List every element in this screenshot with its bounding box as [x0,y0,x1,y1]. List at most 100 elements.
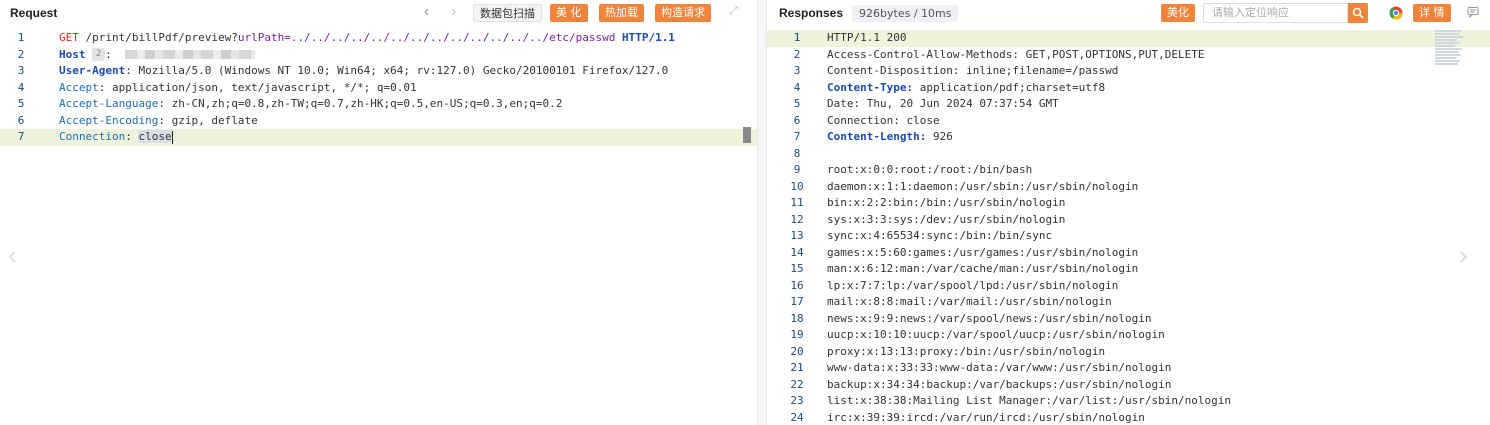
chrome-icon[interactable] [1389,6,1403,25]
hot-load-button[interactable]: 热加载 [599,4,644,22]
line-number: 8 [793,146,801,160]
code-line: 11 bin:x:2:2:bin:/bin:/usr/sbin/nologin [767,195,1490,212]
line-content: Accept-Encoding: gzip, deflate [59,113,258,127]
path-traversal: ../../../../../../../../../../../../../e… [290,31,616,44]
line-text: games:x:5:60:games:/usr/games:/usr/sbin/… [827,245,1139,259]
line-content: sync:x:4:65534:sync:/bin:/bin/sync [827,228,1052,245]
packet-scan-button[interactable]: 数据包扫描 [473,4,542,22]
line-text: Access-Control-Allow-Methods: GET,POST,O… [827,47,1205,61]
header-key: Accept-Language [59,97,159,110]
line-content: backup:x:34:34:backup:/var/backups:/usr/… [827,377,1171,394]
response-beautify-button[interactable]: 美化 [1161,4,1195,22]
search-button[interactable] [1348,3,1368,23]
line-text: 926 [926,130,953,143]
code-line: 16 lp:x:7:7:lp:/var/spool/lpd:/usr/sbin/n… [767,278,1490,295]
line-content: mail:x:8:8:mail:/var/mail:/usr/sbin/nolo… [827,294,1112,311]
line-number: 17 [790,295,804,308]
line-content: Accept-Language: zh-CN,zh;q=0.8,zh-TW;q=… [59,97,563,110]
code-line: 13 sync:x:4:65534:sync:/bin:/bin/sync [767,228,1490,245]
back-arrow-icon[interactable]: ‹ [424,3,430,20]
line-text: HTTP/1.1 200 [827,31,907,44]
line-number: 7 [17,130,25,143]
response-search-input[interactable]: 请输入定位响应 [1203,3,1348,23]
forward-arrow-icon[interactable]: › [451,3,457,20]
line-content: root:x:0:0:root:/root:/bin/bash [827,162,1032,179]
line-text: uucp:x:10:10:uucp:/var/spool/uucp:/usr/s… [827,328,1165,341]
line-content: lp:x:7:7:lp:/var/spool/lpd:/usr/sbin/nol… [827,278,1118,295]
pane-divider[interactable] [757,0,767,425]
header-key: Content-Type: [827,80,914,94]
line-number: 4 [793,80,801,94]
line-content: uucp:x:10:10:uucp:/var/spool/uucp:/usr/s… [827,327,1165,344]
request-title: Request [10,6,58,20]
expand-icon[interactable]: ⤢ [729,5,738,17]
line-text: backup:x:34:34:backup:/var/backups:/usr/… [827,377,1172,391]
response-size-badge: 926bytes / 10ms [852,4,959,22]
line-content: list:x:38:38:Mailing List Manager:/var/l… [827,393,1231,410]
left-nav-icon[interactable]: ‹ [8,240,17,270]
line-number: 2 [17,47,25,61]
details-button[interactable]: 详 情 [1413,4,1451,22]
line-number: 20 [790,344,804,358]
line-number: 15 [790,262,804,275]
host-badge: 2 [92,48,106,61]
code-line: 4 Content-Type: application/pdf;charset=u… [767,80,1490,97]
response-viewer[interactable]: 1 HTTP/1.1 200 2 Access-Control-Allow-Metho… [767,30,1490,425]
http-protocol: HTTP/1.1 [621,31,675,44]
line-content: man:x:6:12:man:/var/cache/man:/usr/sbin/… [827,261,1138,278]
header-key: User-Agent [59,64,126,77]
line-number: 12 [790,212,804,226]
text-cursor [171,130,173,144]
scrollbar-thumb[interactable] [743,127,751,143]
request-beautify-button[interactable]: 美 化 [550,4,588,22]
line-text: news:x:9:9:news:/var/spool/news:/usr/sbi… [827,311,1152,325]
line-number: 5 [793,97,801,110]
line-content: Content-Type: application/pdf;charset=ut… [827,80,1105,97]
line-content: games:x:5:60:games:/usr/games:/usr/sbin/… [827,245,1138,262]
code-line: 20 proxy:x:13:13:proxy:/bin:/usr/sbin/nol… [767,344,1490,361]
line-number: 11 [790,196,804,209]
code-line: 12 sys:x:3:3:sys:/dev:/usr/sbin/nologin [767,212,1490,229]
line-number: 13 [790,229,804,242]
line-number: 10 [790,179,804,193]
right-nav-icon[interactable]: › [1459,240,1468,270]
code-line: 2 Access-Control-Allow-Methods: GET,POST,… [767,47,1490,64]
line-content: Accept: application/json, text/javascrip… [59,80,417,94]
redacted-host [125,50,255,59]
line-text: daemon:x:1:1:daemon:/usr/sbin:/usr/sbin/… [827,179,1139,193]
response-minimap[interactable] [1435,30,1463,70]
line-text: sys:x:3:3:sys:/dev:/usr/sbin/nologin [827,212,1066,226]
code-line: 6 Accept-Encoding: gzip, deflate [0,113,757,130]
line-content: irc:x:39:39:ircd:/var/run/ircd:/usr/sbin… [827,410,1145,425]
code-line: 7 Content-Length: 926 [767,129,1490,146]
line-text: sync:x:4:65534:sync:/bin:/bin/sync [827,229,1053,242]
comment-icon[interactable] [1467,5,1479,23]
line-text: Date: Thu, 20 Jun 2024 07:37:54 GMT [827,97,1059,110]
line-content: proxy:x:13:13:proxy:/bin:/usr/sbin/nolog… [827,344,1105,361]
header-key: Content-Length: [827,130,927,143]
line-content: bin:x:2:2:bin:/bin:/usr/sbin/nologin [827,195,1065,212]
line-number: 6 [17,113,25,127]
header-value: Mozilla/5.0 (Windows NT 10.0; Win64; x64… [138,64,669,77]
line-content: HTTP/1.1 200 [827,30,906,47]
line-number: 7 [793,130,801,143]
http-method: GET [59,31,79,44]
line-number: 2 [793,47,801,61]
construct-request-button[interactable]: 构造请求 [655,4,711,22]
line-text: lp:x:7:7:lp:/var/spool/lpd:/usr/sbin/nol… [827,278,1119,292]
line-number: 16 [790,278,804,292]
line-content: Date: Thu, 20 Jun 2024 07:37:54 GMT [827,96,1059,113]
code-line: 5 Date: Thu, 20 Jun 2024 07:37:54 GMT [767,96,1490,113]
line-number: 1 [793,31,801,44]
